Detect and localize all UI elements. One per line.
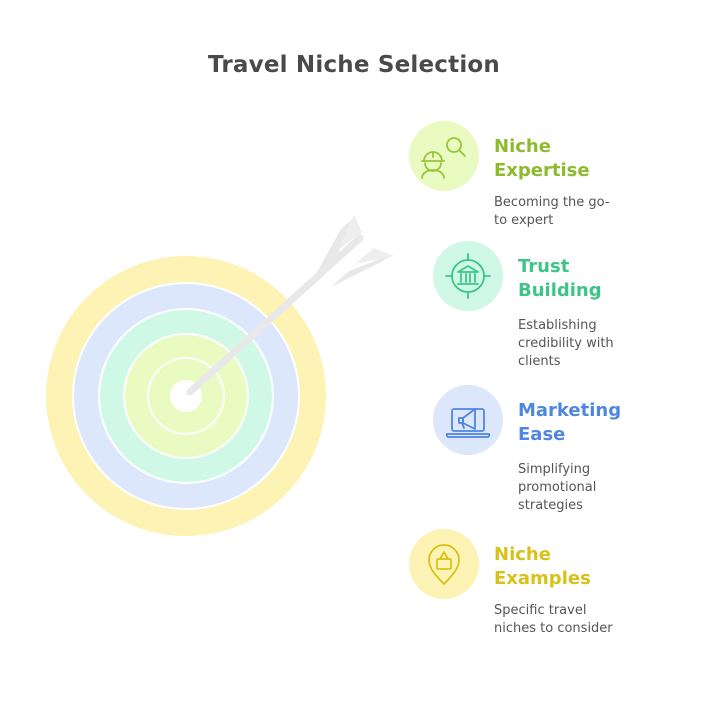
marketing-ease-description: Simplifying promotional strategies xyxy=(518,461,658,515)
arrow-fletching-upper xyxy=(313,217,355,279)
niche-examples-desc-line1: Specific travel xyxy=(494,603,587,618)
bank-target-icon xyxy=(445,253,491,299)
marketing-ease-icon-circle xyxy=(433,385,503,455)
trust-building-desc-line3: clients xyxy=(518,354,561,369)
niche-examples-icon-circle xyxy=(409,529,479,599)
arrow xyxy=(186,215,394,396)
trust-building-desc-line2: credibility with xyxy=(518,336,614,351)
niche-expertise-heading: Niche Expertise xyxy=(494,135,644,183)
marketing-ease-heading: Marketing Ease xyxy=(518,399,668,447)
trust-building-heading-line1: Trust xyxy=(518,256,570,277)
trust-building-heading: Trust Building xyxy=(518,255,668,303)
niche-examples-heading-line1: Niche xyxy=(494,544,551,565)
niche-expertise-heading-line1: Niche xyxy=(494,136,551,157)
marketing-ease-desc-line1: Simplifying xyxy=(518,462,591,477)
arrow-fletching-lower xyxy=(331,254,393,287)
expert-search-icon xyxy=(421,137,466,179)
trust-building-desc-line1: Establishing xyxy=(518,318,597,333)
marketing-ease-desc-line2: promotional xyxy=(518,480,597,495)
niche-expertise-desc-line2: to expert xyxy=(494,213,554,228)
niche-examples-desc-line2: niches to consider xyxy=(494,621,613,636)
trust-building-icon-circle xyxy=(433,241,503,311)
niche-expertise-desc-line1: Becoming the go- xyxy=(494,195,610,210)
marketing-ease-desc-line3: strategies xyxy=(518,498,583,513)
niche-examples-heading-line2: Examples xyxy=(494,568,591,589)
location-pin-icon xyxy=(428,544,460,585)
trust-building-heading-line2: Building xyxy=(518,280,602,301)
marketing-ease-heading-line1: Marketing xyxy=(518,400,622,421)
page-title: Travel Niche Selection xyxy=(208,52,500,78)
trust-building-description: Establishing credibility with clients xyxy=(518,317,658,371)
arrow-fletching-tip-lower xyxy=(355,248,394,264)
marketing-ease-heading-line2: Ease xyxy=(518,424,566,445)
niche-expertise-heading-line2: Expertise xyxy=(494,160,590,181)
arrow-fletching-tip-upper xyxy=(338,215,362,250)
niche-examples-description: Specific travel niches to consider xyxy=(494,602,634,638)
niche-expertise-description: Becoming the go- to expert xyxy=(494,194,634,230)
niche-expertise-icon-circle xyxy=(409,121,479,191)
niche-examples-heading: Niche Examples xyxy=(494,543,644,591)
laptop-megaphone-icon xyxy=(445,408,491,438)
